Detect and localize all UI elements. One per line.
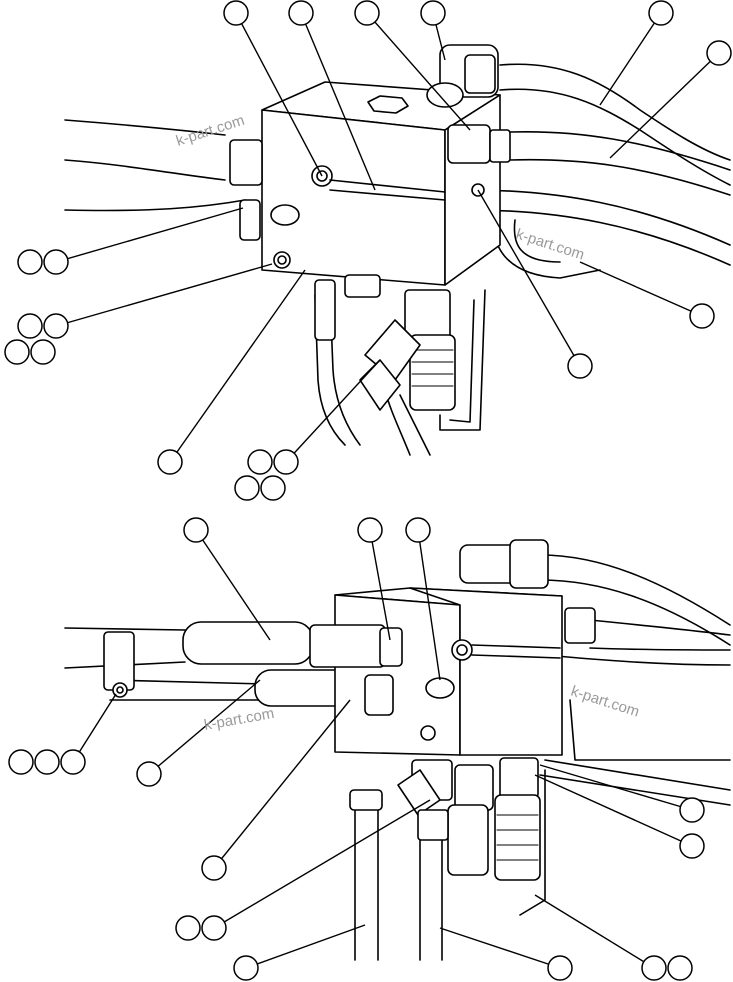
- callout-circle: [679, 833, 705, 859]
- upper-fittings: [229, 44, 511, 411]
- callout-circle: [689, 303, 715, 329]
- callout-circle: [157, 449, 183, 475]
- callout-circle: [667, 955, 693, 981]
- watermark: k-part.com: [569, 683, 642, 721]
- lower-sleeves: [103, 621, 351, 707]
- callout-circle: [17, 249, 43, 275]
- callout-circle: [183, 517, 209, 543]
- callout-circle: [234, 475, 260, 501]
- callout-circle: [60, 749, 86, 775]
- callout-circle: [233, 955, 259, 981]
- callout-circle: [679, 797, 705, 823]
- lower-fittings: [309, 539, 596, 881]
- callout-circle: [175, 915, 201, 941]
- lower-view: k-part.com k-part.com: [8, 517, 731, 981]
- callout-circle: [4, 339, 30, 365]
- upper-view: k-part.com k-part.com: [4, 0, 732, 501]
- upper-hoses: [64, 63, 731, 456]
- callout-circle: [223, 0, 249, 26]
- callout-circle: [354, 0, 380, 26]
- callout-circle: [8, 749, 34, 775]
- callout-circle: [34, 749, 60, 775]
- callout-circle: [547, 955, 573, 981]
- callout-circle: [357, 517, 383, 543]
- callout-circle: [567, 353, 593, 379]
- callout-circle: [30, 339, 56, 365]
- callout-circle: [43, 313, 69, 339]
- callout-circle: [17, 313, 43, 339]
- callout-circle: [201, 855, 227, 881]
- callout-circle: [648, 0, 674, 26]
- callout-circle: [43, 249, 69, 275]
- lower-valve-block: [334, 587, 563, 756]
- callout-circle: [201, 915, 227, 941]
- callout-circle: [706, 40, 732, 66]
- lower-leaders: [72, 529, 693, 969]
- upper-valve-block: [261, 81, 501, 286]
- watermark: k-part.com: [203, 705, 276, 734]
- callout-circle: [641, 955, 667, 981]
- callout-circle: [247, 449, 273, 475]
- callout-circle: [136, 761, 162, 787]
- upper-callouts: [4, 0, 732, 501]
- callout-circle: [420, 0, 446, 26]
- lower-callouts: [8, 517, 705, 981]
- callout-circle: [288, 0, 314, 26]
- callout-circle: [273, 449, 299, 475]
- callout-circle: [405, 517, 431, 543]
- watermark: k-part.com: [514, 226, 587, 264]
- callout-circle: [260, 475, 286, 501]
